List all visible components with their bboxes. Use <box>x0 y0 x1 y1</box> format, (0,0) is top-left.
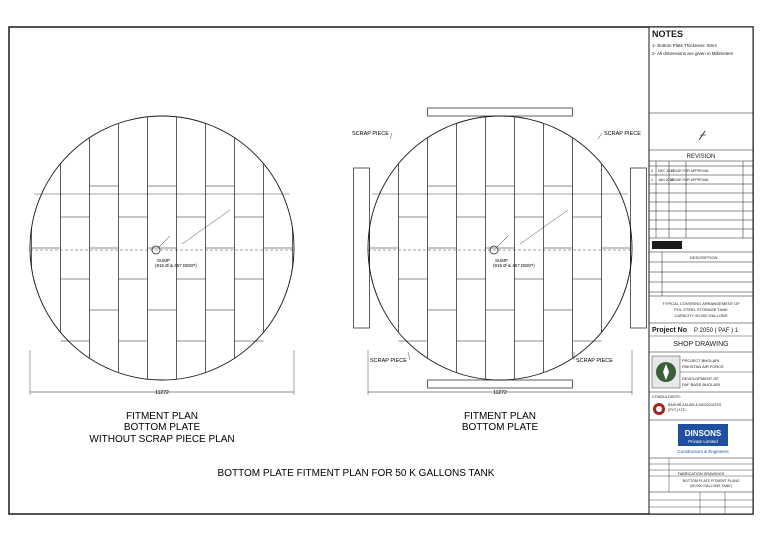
left-caption-line-2: BOTTOM PLATE <box>124 422 201 433</box>
rev-0-date: DEC 2017 <box>658 169 674 173</box>
rev-1-no: 1 <box>651 178 653 182</box>
contractor-logo-box <box>678 424 728 446</box>
sump-circle <box>151 245 161 255</box>
scrap-piece-label: SCRAP PIECE <box>604 131 641 137</box>
north-arrow-icon <box>698 130 706 141</box>
scrap-plate-outline <box>427 107 573 117</box>
client-line-1: PROJECT BHOLARI <box>682 358 719 363</box>
scrap-piece-label: SCRAP PIECE <box>576 358 613 364</box>
project-line-2: PAF BASE BHOLARI <box>682 382 720 387</box>
tank-outline <box>29 115 295 381</box>
sheet-title-3: CAPACITY 50,000 GALLONS <box>675 313 728 318</box>
scrap-plate-outline <box>427 379 573 389</box>
radius-line <box>181 209 231 245</box>
right-caption-line-2: BOTTOM PLATE <box>462 422 539 433</box>
revision-heading: REVISION <box>687 154 716 160</box>
overall-dimension-text: 11272 <box>493 390 507 396</box>
note-2: 2- All dimensions are given in Millimete… <box>652 51 734 56</box>
scrap-plate-outline <box>353 167 370 329</box>
sump-spec: (915 Ø & 457 DEEP) <box>155 263 197 268</box>
consultants-label: CONSULTANTS: <box>652 395 681 399</box>
drawing-type-label: FABRICATION DRAWINGS <box>678 472 725 476</box>
client-line-2: PAKISTAN AIR FORCE <box>682 364 724 369</box>
scrap-piece-label: SCRAP PIECE <box>370 358 407 364</box>
notes-heading: NOTES <box>652 29 683 39</box>
rev-0-desc: ISSUE FOR APPROVAL <box>671 169 709 173</box>
project-line-1: DEVELOPMENT OF <box>682 376 719 381</box>
contractor-name: DINSONS <box>685 429 722 438</box>
consultant-logo-icon <box>653 403 665 415</box>
title-block: NOTES 1- Bottom Plate Thickness: 8mm 2- … <box>649 29 753 514</box>
project-no-label: Project No <box>652 327 687 334</box>
overall-dimension-text: 11272 <box>155 390 169 396</box>
rev-0-no: 0 <box>651 169 653 173</box>
consultant-name-1: BASHIR ASLAM & ASSOCIATES <box>668 403 722 407</box>
sump-circle <box>489 245 499 255</box>
leader-line <box>597 132 603 140</box>
left-caption-line-1: FITMENT PLAN <box>126 411 198 422</box>
contractor-tag: Constructors & Engineers <box>677 449 729 454</box>
sump-label: SUMP <box>157 258 170 263</box>
sump-spec: (915 Ø & 457 DEEP) <box>493 263 535 268</box>
leader-line <box>407 351 411 361</box>
stamp-logo-mark <box>652 241 682 249</box>
right-caption-line-1: FITMENT PLAN <box>464 411 536 422</box>
rev-1-desc: ISSUE FOR APPROVAL <box>671 178 709 182</box>
project-no: P 2050 ( PAF ) 1 <box>694 328 739 334</box>
sheet-title-2: POL STEEL STORAGE TANK <box>674 307 728 312</box>
left-caption-line-3: WITHOUT SCRAP PIECE PLAN <box>89 434 234 445</box>
sheet-title-1: TYPICAL COVERING ARRANGEMENT OF <box>662 301 740 306</box>
leader-line <box>158 235 171 248</box>
left-fitment-plan: SUMP(915 Ø & 457 DEEP) 11272 <box>29 115 295 396</box>
scrap-plate-outline <box>630 167 647 329</box>
drawing-name-2: (50,000 GALLONS TANK) <box>690 484 732 488</box>
radius-line <box>519 209 569 245</box>
scrap-piece-label: SCRAP PIECE <box>352 131 389 137</box>
drawing-name-1: BOTTOM PLATE FITMENT PLANS <box>683 479 740 483</box>
leader-line <box>389 132 393 140</box>
rev-1-date: JAN 2018 <box>658 178 673 182</box>
sump-label: SUMP <box>495 258 508 263</box>
drawing-title: BOTTOM PLATE FITMENT PLAN FOR 50 K GALLO… <box>218 468 495 479</box>
leader-line <box>496 235 509 248</box>
consultant-name-2: (PVT.) LTD. <box>668 408 687 412</box>
contractor-sub: Private Limited <box>688 439 718 444</box>
note-1: 1- Bottom Plate Thickness: 8mm <box>652 43 717 48</box>
description-label: DESCRIPTION <box>690 255 717 260</box>
right-fitment-plan: SUMP(915 Ø & 457 DEEP) 11272 SCRAP PIECE SC… <box>352 107 647 396</box>
shop-drawing-label: SHOP DRAWING <box>673 341 728 348</box>
paf-emblem-icon <box>651 355 681 389</box>
